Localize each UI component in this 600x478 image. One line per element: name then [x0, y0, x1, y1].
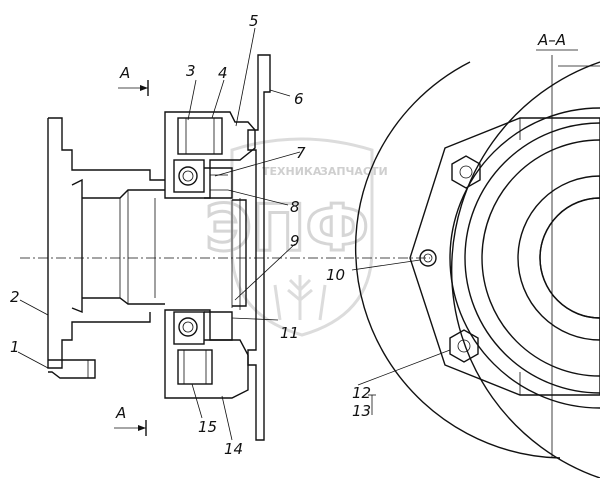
svg-text:A: A — [119, 64, 130, 82]
wheat-icon — [273, 275, 327, 321]
section-view-label: A–A — [537, 31, 566, 49]
svg-text:A: A — [115, 404, 126, 422]
callout-10: 10 — [326, 266, 345, 284]
callout-2: 2 — [10, 288, 20, 306]
callout-6: 6 — [294, 90, 304, 108]
callout-14: 14 — [224, 440, 243, 458]
leader-lines — [17, 27, 451, 441]
callout-11: 11 — [280, 324, 299, 342]
callout-7: 7 — [296, 144, 306, 162]
watermark-logo: ЭПФ — [205, 192, 369, 266]
watermark-text-left: ТЕХНИКА — [262, 165, 322, 178]
pin-hole-icon — [419, 249, 437, 267]
callouts: 1 2 3 4 5 6 7 8 9 10 11 12 13 14 15 — [10, 12, 371, 458]
hex-bolt-lower-icon — [449, 329, 479, 363]
callout-4: 4 — [218, 64, 228, 82]
watermark-text-right: ЗАПЧАСТИ — [320, 165, 388, 178]
watermark-shield-icon — [230, 137, 374, 337]
section-marker-bottom: A — [114, 404, 147, 436]
callout-5: 5 — [249, 12, 259, 30]
upper-bearing-housing — [164, 111, 256, 199]
hex-bolt-upper-icon — [451, 155, 481, 189]
watermark: ТЕХНИКА ЗАПЧАСТИ ЭПФ — [204, 137, 388, 337]
callout-15: 15 — [198, 418, 217, 436]
callout-3: 3 — [186, 62, 196, 80]
section-marker-top: A — [118, 64, 149, 96]
lower-bearing-housing — [164, 309, 249, 399]
callout-12: 12 — [352, 384, 371, 402]
brake-disc — [231, 54, 271, 441]
section-view-a-a: A–A — [354, 31, 600, 478]
callout-1: 1 — [10, 338, 20, 356]
spindle-section — [20, 117, 430, 379]
callout-8: 8 — [290, 198, 300, 216]
callout-9: 9 — [290, 232, 300, 250]
callout-13: 13 — [352, 402, 371, 420]
